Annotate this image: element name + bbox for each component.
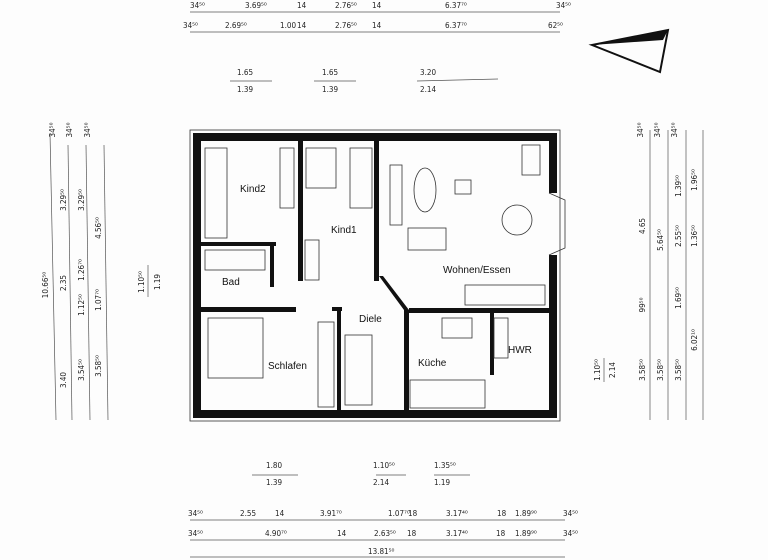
opening-width-label: 1.10⁵⁰ <box>137 271 146 293</box>
dimension-label: 10.66⁵⁰ <box>41 272 50 298</box>
room-label-kind2: Kind2 <box>240 184 266 195</box>
dimension-label: 18 <box>407 529 417 538</box>
dimension-label: 18 <box>496 529 506 538</box>
dimension-label: 34⁵⁰ <box>48 122 57 137</box>
dimension-label: 3.54⁵⁰ <box>77 359 86 381</box>
dimension-label: 34⁵⁰ <box>65 122 74 137</box>
dimension-label: 6.37⁷⁰ <box>445 21 467 30</box>
opening-height-label: 1.39 <box>237 85 253 94</box>
dimension-label: 3.58⁵⁰ <box>638 359 647 381</box>
dimension-labels: 34⁵⁰ 3.69⁵⁰ 14 2.76⁵⁰ 14 6.37⁷⁰ 34⁵⁰ 34⁵⁰ 2.69⁵⁰… <box>41 1 699 556</box>
dimension-label: 1.89⁹⁰ <box>515 509 537 518</box>
dimension-label: 1.39⁵⁰ <box>674 175 683 197</box>
dimension-label: 1.00 <box>280 21 296 30</box>
opening-width-label: 1.10⁵⁰ <box>593 359 602 381</box>
dimension-label: 34⁵⁰ <box>83 122 92 137</box>
furniture <box>204 144 546 409</box>
dimension-label: 6.02¹⁰ <box>690 329 699 351</box>
dimension-label: 3.58⁵⁰ <box>674 359 683 381</box>
opening-height-label: 2.14 <box>420 85 436 94</box>
dimension-label: 14 <box>275 509 285 518</box>
dimension-label: 2.55⁵⁰ <box>674 225 683 247</box>
dimension-label: 4.56⁵⁰ <box>94 217 103 239</box>
dimension-label: 34⁵⁰ <box>183 21 198 30</box>
total-length-label: 13.81⁵⁰ <box>368 547 394 556</box>
dimension-label: 2.63⁵⁰ <box>374 529 396 538</box>
opening-height-label: 1.39 <box>266 478 282 487</box>
opening-width-label: 1.65 <box>237 68 253 77</box>
dimension-label: 34⁵⁰ <box>188 509 203 518</box>
opening-width-label: 1.35⁵⁰ <box>434 461 456 470</box>
room-label-schlafen: Schlafen <box>268 361 307 372</box>
dimension-label: 34⁵⁰ <box>670 122 679 137</box>
outer-walls <box>189 129 566 422</box>
dimension-label: 14 <box>337 529 347 538</box>
dimension-label: 1.69⁵⁰ <box>674 287 683 309</box>
dimension-label: 18 <box>497 509 507 518</box>
room-label-diele: Diele <box>359 314 382 325</box>
dimension-label: 1.07⁷⁰ <box>94 289 103 311</box>
dimension-label: 4.65 <box>638 218 647 234</box>
dimension-label: 3.91⁷⁰ <box>320 509 342 518</box>
dimension-label: 34⁵⁰ <box>556 1 571 10</box>
dimension-label: 6.37⁷⁰ <box>445 1 467 10</box>
dimension-label: 1.96⁵⁰ <box>690 169 699 191</box>
dimension-label: 3.29⁵⁰ <box>59 189 68 211</box>
opening-width-label: 1.65 <box>322 68 338 77</box>
dimension-label: 14 <box>297 21 307 30</box>
dimension-label: 2.76⁵⁰ <box>335 21 357 30</box>
dimension-label: 99⁵⁰ <box>638 297 647 312</box>
dimension-label: 14 <box>372 21 382 30</box>
dimension-label: 14 <box>372 1 382 10</box>
dimension-label: 1.07⁷⁰ <box>388 509 410 518</box>
dimension-label: 18 <box>408 509 418 518</box>
dimension-label: 34⁵⁰ <box>563 509 578 518</box>
opening-height-label: 1.19 <box>434 478 450 487</box>
dimension-label: 3.29⁵⁰ <box>77 189 86 211</box>
dimension-label: 34⁵⁰ <box>653 122 662 137</box>
dimension-label: 1.89⁹⁰ <box>515 529 537 538</box>
north-arrow-fill <box>592 30 668 45</box>
room-label-bad: Bad <box>222 277 240 288</box>
dimension-label: 34⁵⁰ <box>190 1 205 10</box>
dimension-label: 2.76⁵⁰ <box>335 1 357 10</box>
dimension-label: 3.69⁵⁰ <box>245 1 267 10</box>
dimension-label: 2.69⁵⁰ <box>225 21 247 30</box>
room-label-kueche: Küche <box>418 358 447 369</box>
dimension-label: 2.55 <box>240 509 256 518</box>
dimension-label: 34⁵⁰ <box>636 122 645 137</box>
dimension-label: 3.17⁴⁰ <box>446 529 468 538</box>
dimension-label: 3.58⁵⁰ <box>656 359 665 381</box>
opening-height-label: 1.39 <box>322 85 338 94</box>
room-label-hwr: HWR <box>508 345 532 356</box>
dimension-label: 34⁵⁰ <box>563 529 578 538</box>
dimension-label: 2.35 <box>59 275 68 291</box>
inner-walls <box>201 141 549 410</box>
dimension-label: 1.12⁵⁰ <box>77 294 86 316</box>
dimension-label: 34⁵⁰ <box>188 529 203 538</box>
opening-width-label: 1.80 <box>266 461 282 470</box>
opening-width-label: 3.20 <box>420 68 436 77</box>
dimension-label: 1.36⁵⁰ <box>690 225 699 247</box>
dimension-label: 3.17⁴⁰ <box>446 509 468 518</box>
dimension-label: 1.26⁷⁰ <box>77 259 86 281</box>
opening-height-label: 1.19 <box>153 274 162 290</box>
dimension-label: 14 <box>297 1 307 10</box>
opening-height-label: 2.14 <box>608 362 617 378</box>
dimension-label: 3.40 <box>59 372 68 388</box>
opening-height-label: 2.14 <box>373 478 389 487</box>
dimension-label: 4.90⁷⁰ <box>265 529 287 538</box>
room-label-kind1: Kind1 <box>331 225 357 236</box>
opening-width-label: 1.10⁵⁰ <box>373 461 395 470</box>
dimension-lines <box>49 11 704 558</box>
dimension-label: 3.58⁵⁰ <box>94 355 103 377</box>
dimension-label: 5.64⁵⁰ <box>656 229 665 251</box>
room-label-wohnen-essen: Wohnen/Essen <box>443 265 511 276</box>
dimension-label: 62⁵⁰ <box>548 21 563 30</box>
